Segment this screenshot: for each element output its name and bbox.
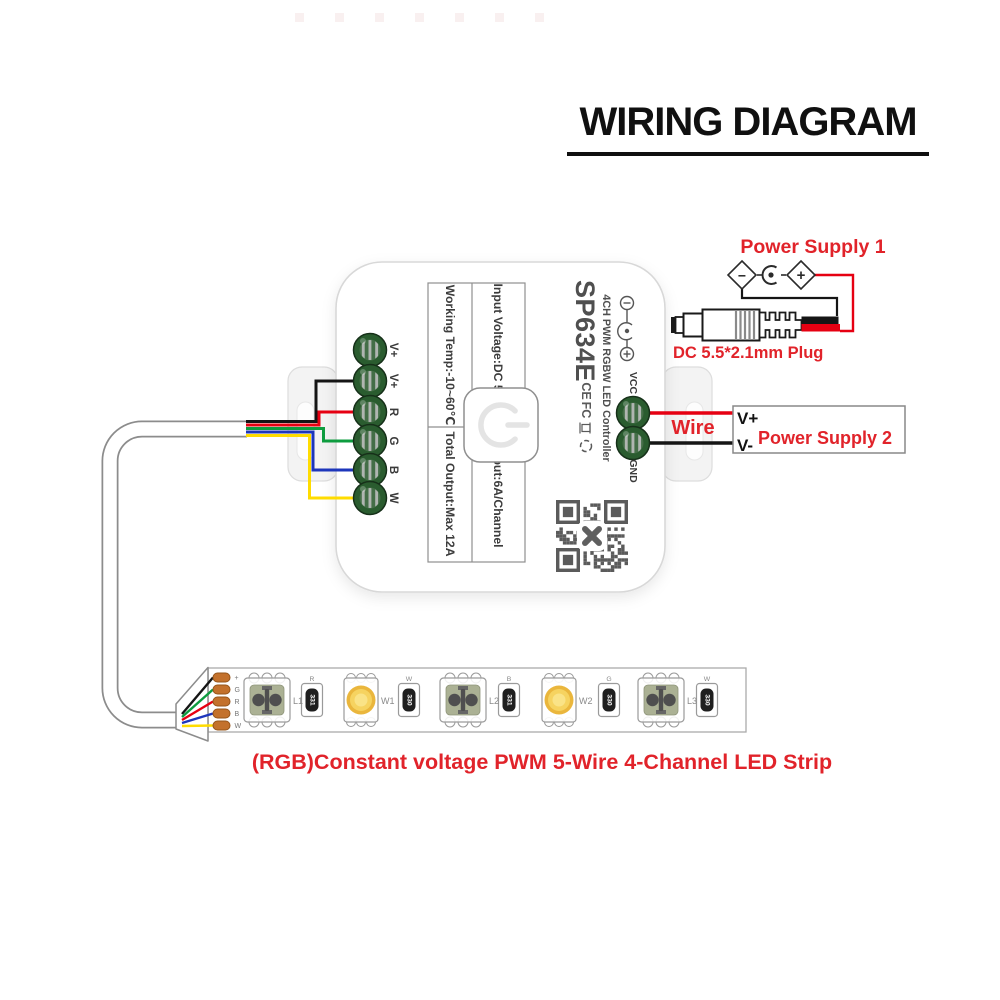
rgb-led [637,672,685,728]
mounting-ear-right [661,366,713,482]
power-supply-2-label: Power Supply 2 [758,428,892,448]
svg-text:331: 331 [506,694,513,706]
resistor-top-labels: R W B G W [310,676,711,683]
terminal-label: V+ [387,374,399,389]
svg-text:W: W [235,723,242,730]
gnd-label: GND [627,459,639,483]
power-supply-1: Power Supply 1 − + [671,236,886,362]
svg-text:W: W [406,676,413,683]
recycle-icon [579,439,593,453]
svg-text:W2: W2 [579,696,593,706]
svg-text:W1: W1 [381,696,395,706]
watermark [295,13,544,22]
terminal-label: R [387,408,399,417]
cable-tube [101,420,247,729]
svg-text:R: R [235,699,240,706]
weee-icon [579,422,591,434]
pad-labels: + G R B W [235,675,242,730]
qr-logo-x-icon [582,526,602,546]
svg-text:330: 330 [704,694,711,706]
terminal-label: V+ [387,343,399,358]
white-led [343,672,379,728]
wire-blue [246,430,356,472]
spec-working-temp: Working Temp:-10~60℃ [443,285,457,426]
svg-text:331: 331 [309,694,316,706]
terminal-label: B [387,466,399,474]
rgb-led [243,672,291,728]
svg-text:L1: L1 [293,696,303,706]
wire-label: Wire [671,417,714,439]
plus-sign: + [797,267,806,284]
plug-label: DC 5.5*2.1mm Plug [673,344,823,362]
terminal-label: W [387,493,399,504]
power-button[interactable] [463,387,539,463]
minus-sign: − [738,268,746,284]
product-name-label: 4CH PWM RGBW LED Controller [600,294,612,462]
dc-plug [671,308,840,342]
white-led [541,672,577,728]
svg-text:R: R [310,676,315,683]
connector-wire-stubs [181,676,214,728]
v-minus-label: V- [737,436,753,455]
polarity-symbol: − + [726,259,817,291]
spec-output: Output:6A/Channel [491,436,505,547]
ce-mark: CE [579,382,593,399]
led-strip: + G R B W R W B G W [175,666,747,742]
solder-pads [212,672,231,731]
strip-connector [175,666,209,742]
output-wires [246,379,356,500]
svg-text:B: B [235,711,240,718]
plug-wire-red [801,324,840,332]
svg-text:G: G [606,676,611,683]
wire-green [246,427,356,443]
terminal-label: G [387,437,399,446]
wire-black [246,379,356,423]
vcc-label: VCC [627,372,639,395]
ps1-positive-wire [815,273,855,333]
svg-text:+: + [235,675,239,682]
spec-input-voltage: Input Voltage:DC 5~24V [491,284,505,422]
svg-text:L3: L3 [687,696,697,706]
wire-yellow [246,434,356,500]
dc-polarity-print [617,295,635,362]
spec-total-output: Total Output:Max 12A [443,431,457,556]
svg-text:G: G [235,687,240,694]
rgb-led [439,672,487,728]
power-supply-2: V+ V- Power Supply 2 [732,405,906,455]
ps1-negative-wire [740,289,839,316]
svg-text:330: 330 [606,694,613,706]
model-label: SP634E [570,280,600,382]
wire-red [246,410,356,427]
qr-code [556,500,628,572]
strip-caption: (RGB)Constant voltage PWM 5-Wire 4-Chann… [252,750,832,774]
v-plus-label: V+ [737,409,758,428]
page-title: WIRING DIAGRAM [567,100,929,156]
power-icon [478,402,530,448]
resistor-values: 331 330 331 330 330 [309,694,711,706]
svg-text:L2: L2 [489,696,499,706]
svg-text:B: B [507,676,512,683]
svg-text:330: 330 [406,694,413,706]
power-supply-1-label: Power Supply 1 [740,236,885,258]
svg-text:W: W [704,676,711,683]
plug-wire-black [801,316,839,324]
terminal-block-left: V+ V+ R G B W [354,334,399,515]
fcc-mark: FC [579,402,593,419]
led-labels: L1 W1 L2 W2 L3 [293,696,697,706]
terminal-block-right: VCC GND [617,372,650,483]
